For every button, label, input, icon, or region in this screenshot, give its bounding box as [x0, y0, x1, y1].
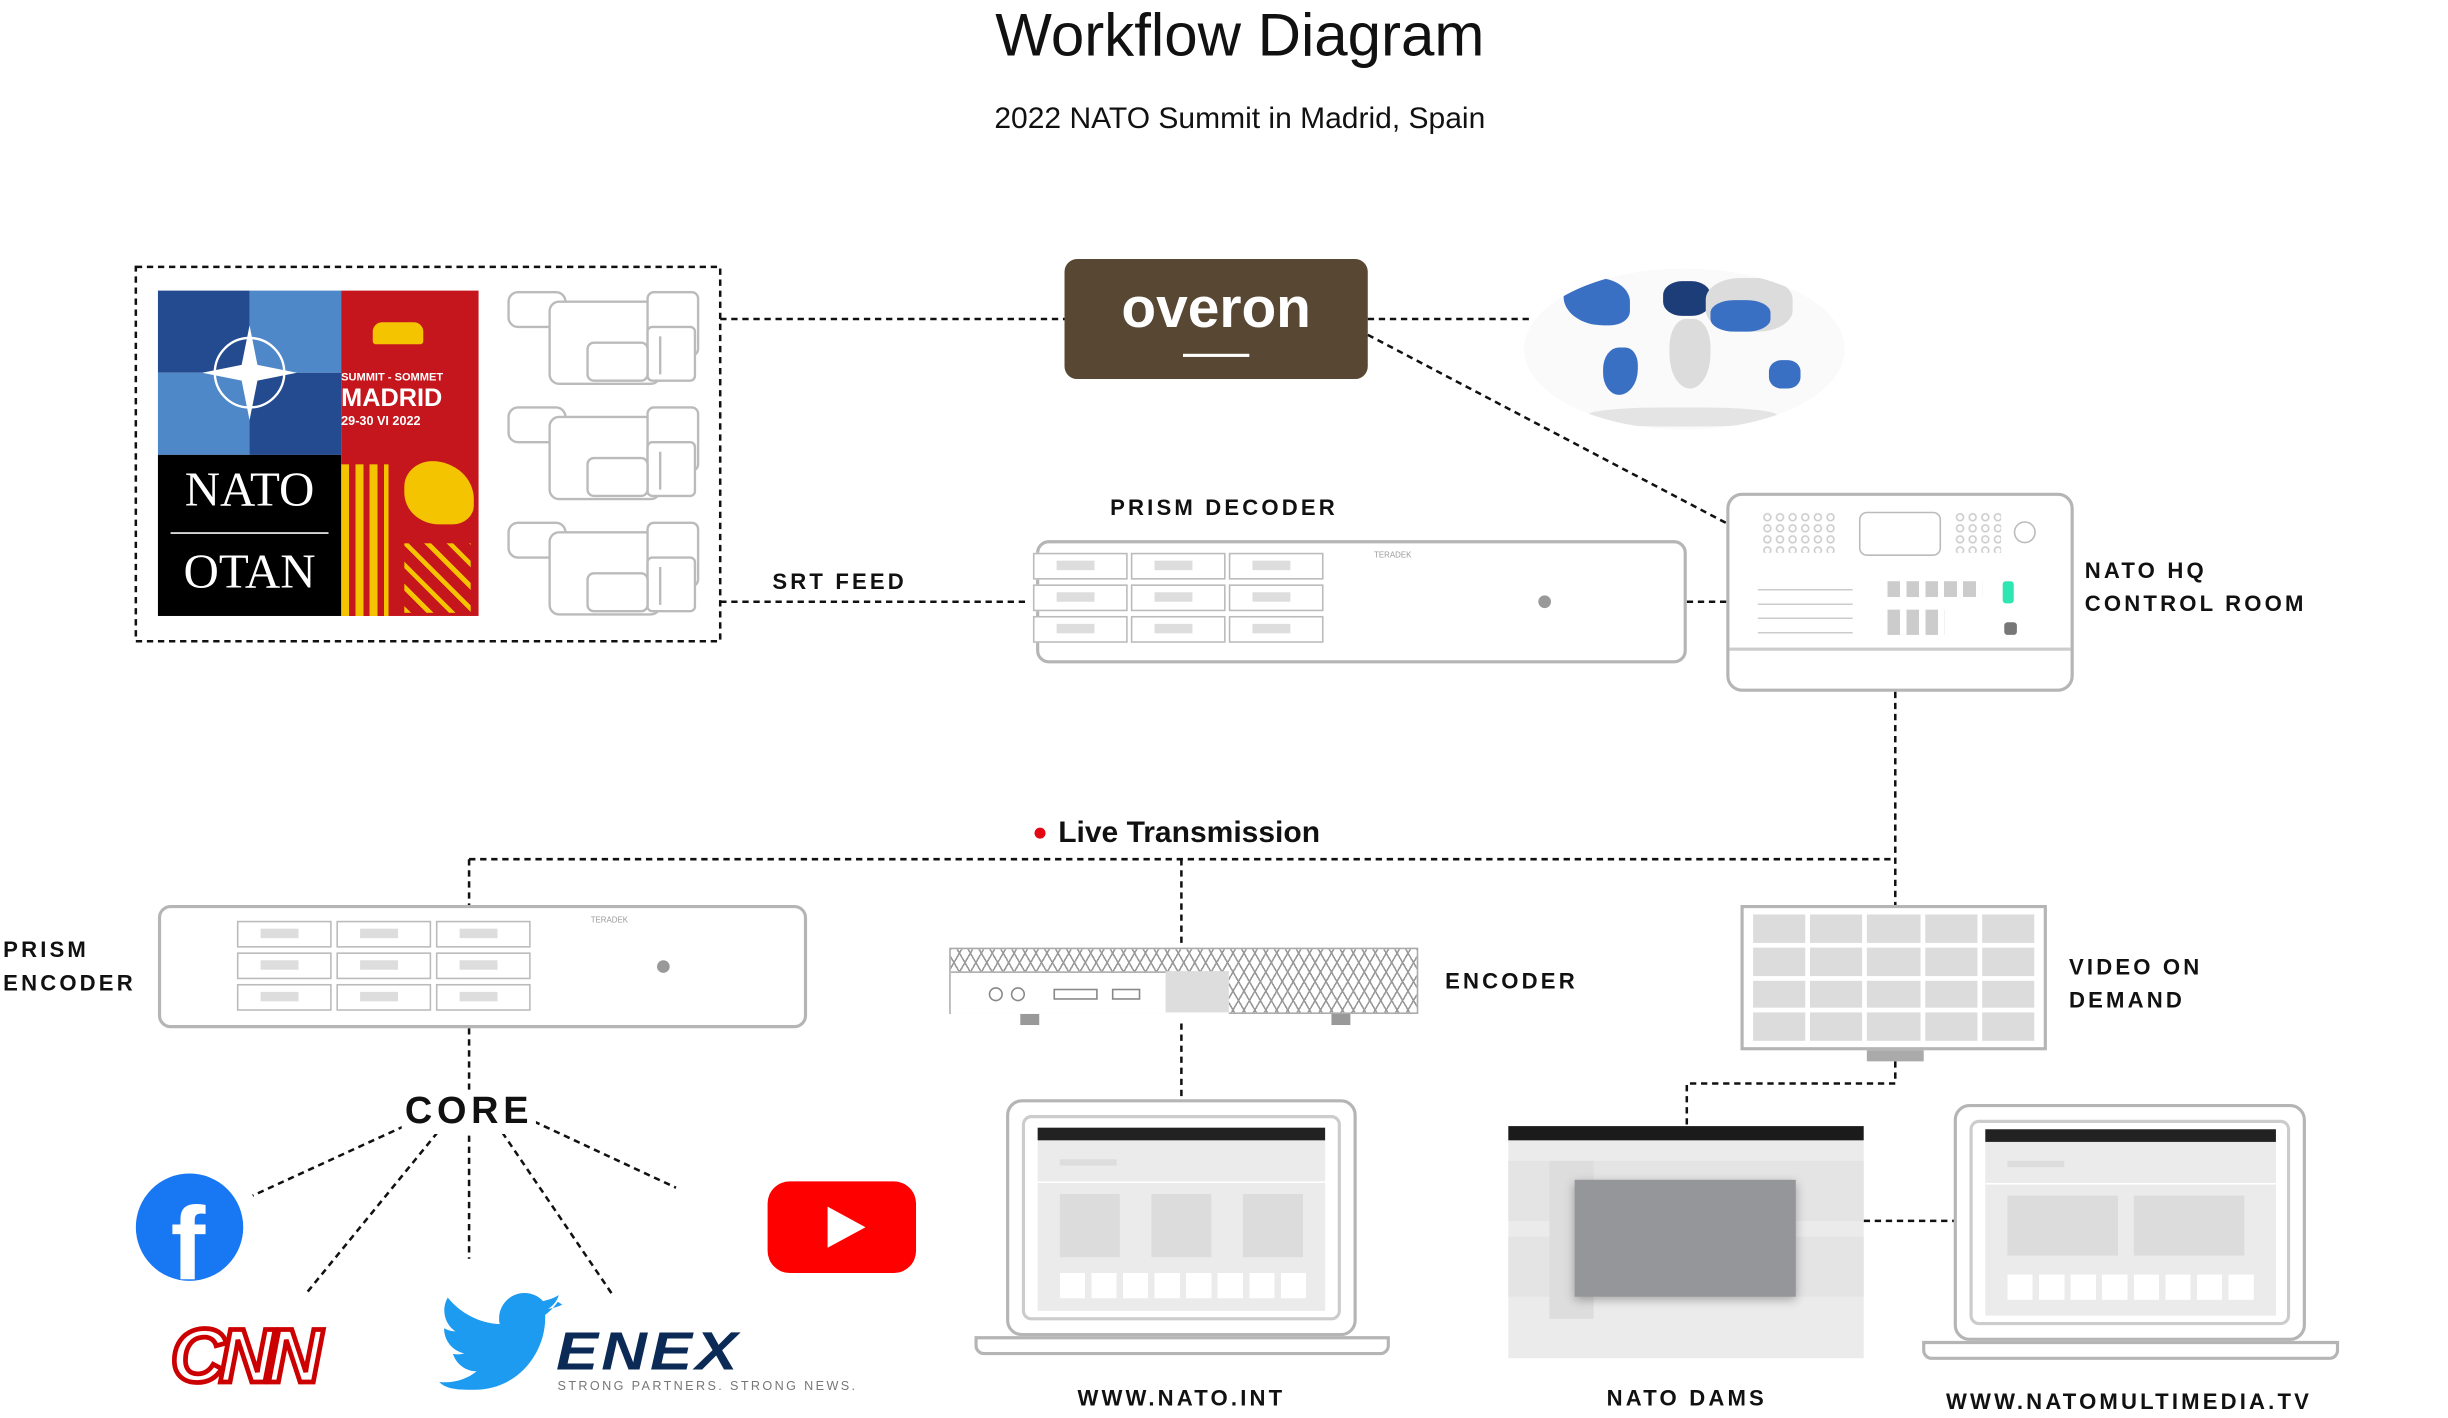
control-room-label-line1: NATO HQ [2084, 557, 2207, 583]
camera-icon [505, 289, 704, 395]
nato-dams-screen[interactable] [1508, 1126, 1864, 1359]
control-room-switcher [1726, 492, 2074, 692]
twitter-icon[interactable] [436, 1292, 566, 1390]
nato-logo: NATO OTAN [157, 290, 342, 616]
power-led-icon [657, 960, 670, 973]
crown-icon [372, 322, 424, 345]
vod-label-line1: VIDEO ON [2069, 953, 2203, 980]
vod-label-line2: DEMAND [2069, 987, 2186, 1013]
page-subtitle: 2022 NATO Summit in Madrid, Spain [994, 102, 1486, 136]
natomultimedia-laptop[interactable] [1953, 1104, 2306, 1341]
page-title: Workflow Diagram [995, 3, 1485, 70]
otan-text: OTAN [183, 543, 316, 599]
encoder-device [949, 947, 1419, 1014]
line-core-youtube [533, 1120, 677, 1189]
prism-decoder-label: PRISM DECODER [1110, 494, 1338, 520]
nato-dams-label[interactable]: NATO DAMS [1606, 1385, 1767, 1411]
overon-logo: overon [1064, 259, 1368, 380]
power-led-icon [1538, 595, 1551, 609]
video-on-demand-screen [1740, 904, 2047, 1051]
source-group-box [134, 265, 722, 643]
world-map [1524, 268, 1845, 430]
madrid-summit-logo: SUMMIT - SOMMET MADRID 29-30 VI 2022 [341, 290, 479, 616]
line-core-facebook [252, 1124, 405, 1197]
line-core-cnn [303, 1131, 439, 1296]
line-vod-dams [1685, 1061, 1897, 1127]
enex-tagline: STRONG PARTNERS. STRONG NEWS. [557, 1378, 858, 1394]
nato-int-label[interactable]: WWW.NATO.INT [1077, 1385, 1286, 1411]
prism-encoder-label-line1: PRISM [3, 936, 89, 962]
live-dot-icon [1034, 827, 1046, 839]
live-transmission-label: Live Transmission [1058, 816, 1321, 850]
active-button-indicator [2002, 581, 2014, 604]
camera-icon [505, 520, 704, 626]
core-logo: CORE [401, 1089, 537, 1135]
encoder-label: ENCODER [1445, 968, 1578, 994]
nato-text: NATO [184, 461, 315, 517]
prism-encoder-device: TERADEK [157, 904, 808, 1029]
control-room-label-line2: CONTROL ROOM [2084, 590, 2307, 616]
cnn-logo[interactable]: CNN [168, 1313, 324, 1401]
nato-int-laptop[interactable] [1006, 1099, 1357, 1337]
prism-encoder-label-line2: ENCODER [3, 969, 136, 996]
nato-star-icon [202, 325, 297, 421]
camera-icon [505, 404, 704, 510]
youtube-icon[interactable] [767, 1181, 917, 1273]
facebook-icon[interactable]: f [135, 1173, 244, 1281]
enex-logo[interactable]: ENEX [555, 1322, 741, 1382]
line-overon-control [1367, 333, 1748, 535]
srt-feed-label: SRT FEED [772, 568, 907, 594]
line-core-enex [501, 1131, 614, 1296]
